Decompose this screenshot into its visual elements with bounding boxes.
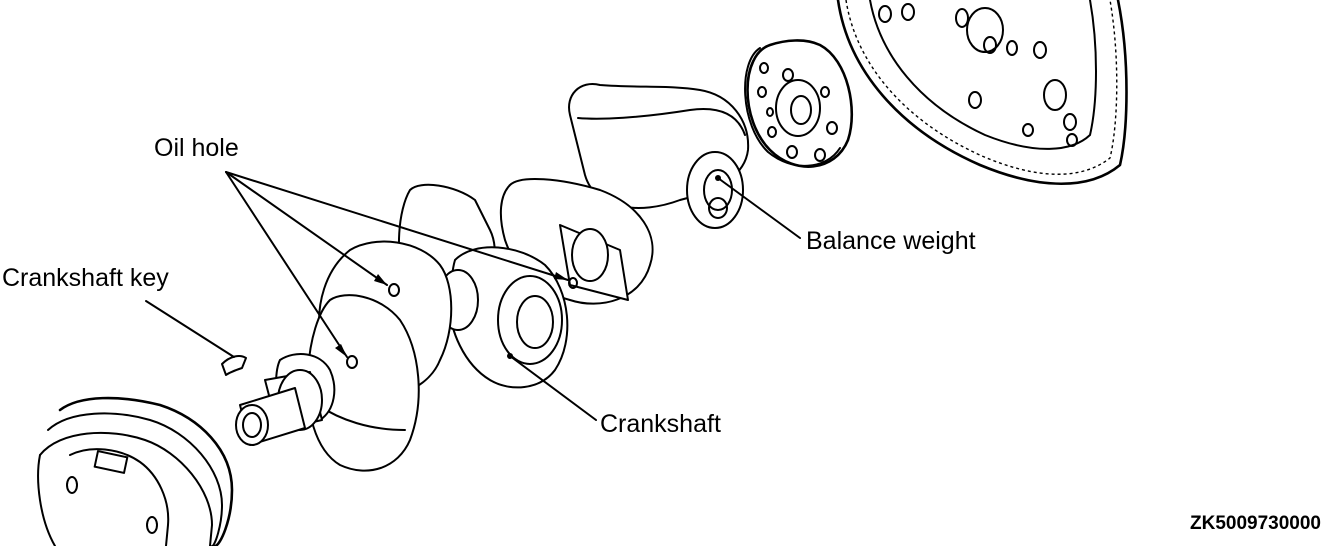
figure-code: ZK5009730000 [1190,513,1321,534]
crankshaft-body [235,83,750,472]
label-crankshaft-key: Crankshaft key [2,264,169,292]
label-balance-weight: Balance weight [806,227,976,255]
flywheel [836,0,1128,185]
crankshaft-leader [509,355,597,421]
oil-hole-leader-3 [225,171,569,281]
balance-weight-leader [717,177,801,239]
crankshaft-key [221,355,247,376]
balance-weight-plate [744,39,854,168]
crankshaft-pulley [37,396,234,548]
crankshaft-key-leader [145,300,235,358]
leader-lines [145,171,801,421]
oil-hole-leader-1 [225,171,388,286]
label-crankshaft: Crankshaft [600,410,721,438]
label-oil-hole: Oil hole [154,134,239,162]
oil-hole-leader-2 [225,171,348,358]
